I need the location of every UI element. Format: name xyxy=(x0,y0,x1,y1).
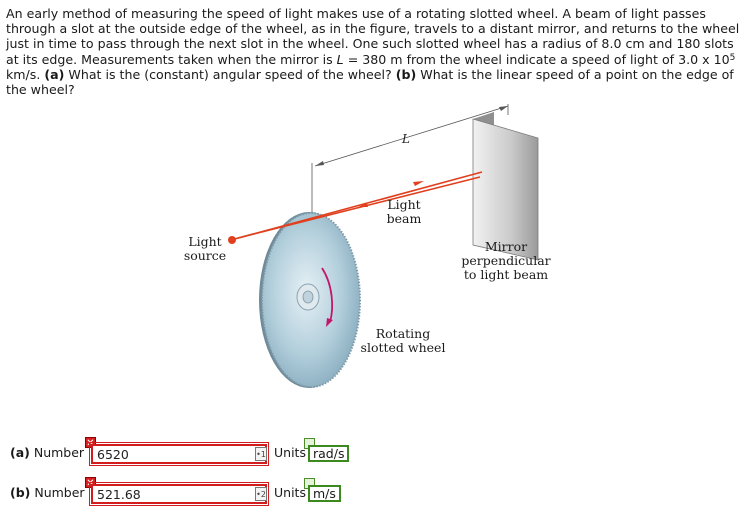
answer-b-label: (b) Number xyxy=(10,485,85,500)
units-label-a: Units xyxy=(274,445,306,460)
units-label-b: Units xyxy=(274,485,306,500)
light-beam-label: Light beam xyxy=(386,197,422,226)
number-field-b[interactable] xyxy=(93,486,265,502)
rotation-arrow xyxy=(321,267,334,323)
answer-a-label: (a) Number xyxy=(10,445,85,460)
distance-label: L xyxy=(401,132,410,146)
wheel-label: Rotating slotted wheel xyxy=(360,326,446,355)
mirror-label: Mirror perpendicular to light beam xyxy=(461,239,551,282)
number-input-a[interactable] xyxy=(89,442,269,466)
unit-select-a[interactable]: rad/s xyxy=(308,445,350,462)
problem-statement: An early method of measuring the speed o… xyxy=(6,6,740,98)
incorrect-x-icon: ✕ xyxy=(85,477,96,489)
number-input-b[interactable] xyxy=(89,482,269,506)
light-source-label: Light source xyxy=(183,234,227,263)
incorrect-x-icon: ✕ xyxy=(85,437,96,449)
info-icon-1[interactable]: •1 xyxy=(255,447,267,461)
distance-variable: L xyxy=(336,51,344,67)
number-field-a[interactable] xyxy=(93,446,265,462)
light-source-dot xyxy=(228,236,236,244)
unit-select-b[interactable]: m/s xyxy=(308,485,341,502)
info-icon-2[interactable]: •2 xyxy=(255,487,267,501)
